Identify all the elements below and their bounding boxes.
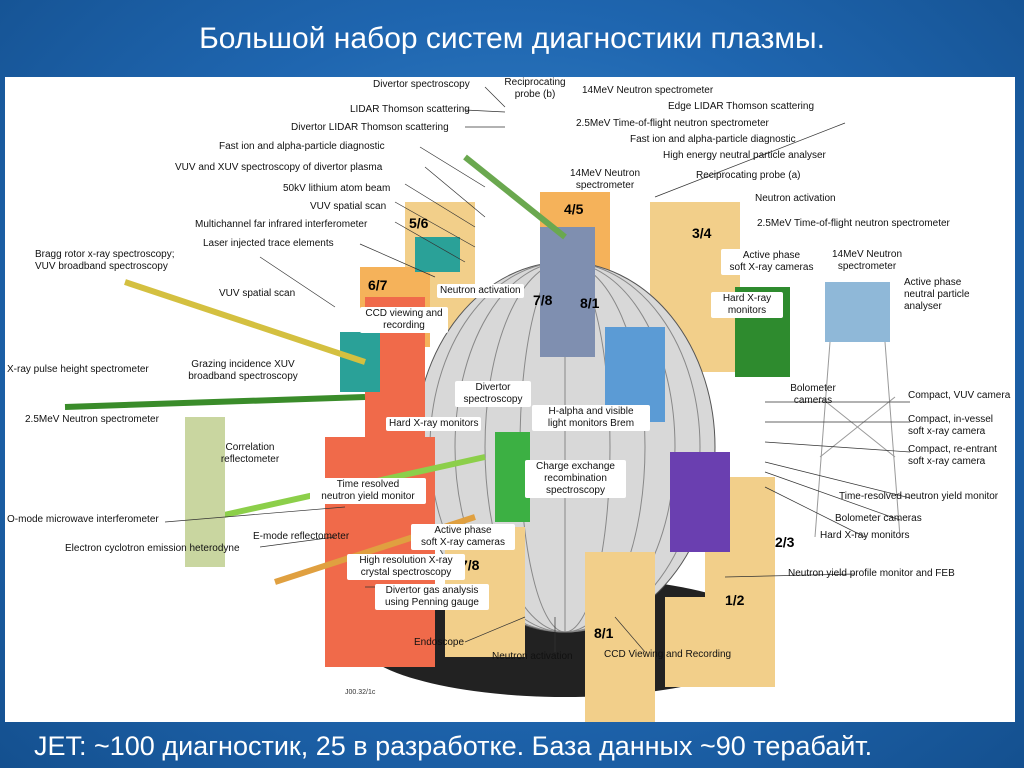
diagnostic-label: Multichannel far infrared interferometer [195, 219, 368, 230]
slide-title: Большой набор систем диагностики плазмы. [199, 22, 825, 55]
octant-label: 2/3 [775, 534, 795, 550]
diagram-panel: 5/6 4/5 3/4 6/7 7/8 8/1 7/8 2/3 1/2 8/1 … [5, 77, 1015, 722]
diagnostic-label: Fast ion and alpha-particle diagnostic [630, 134, 796, 145]
front-block-1-2 [665, 597, 775, 687]
diagnostic-label: 50kV lithium atom beam [283, 183, 391, 194]
diagnostic-label: X-ray pulse height spectrometer [7, 364, 149, 375]
diagnostic-label: Laser injected trace elements [203, 238, 334, 249]
front-block-left [325, 437, 435, 667]
slide-caption: JET: ~100 диагностик, 25 в разработке. Б… [34, 731, 873, 761]
leader-lines [164, 86, 911, 653]
diagnostic-label: Bragg rotor x-ray spectroscopy;VUV broad… [35, 249, 175, 272]
diagnostic-label: 2.5MeV Neutron spectrometer [25, 414, 159, 425]
diagnostic-label: VUV spatial scan [219, 288, 296, 299]
diagnostic-label: Hard X-ray monitors [820, 530, 910, 541]
octant-label: 6/7 [368, 277, 388, 293]
octant-label: 1/2 [725, 592, 745, 608]
diagnostic-label: Electron cyclotron emission heterodyne [65, 543, 240, 554]
equipment-teal-top [415, 237, 460, 272]
diagnostic-label: 2.5MeV Time-of-flight neutron spectromet… [576, 118, 769, 129]
diagnostic-label: Endoscope [414, 637, 465, 648]
equipment-green-box [495, 432, 530, 522]
octant-label: 8/1 [594, 625, 614, 641]
diagnostic-label: Divertor LIDAR Thomson scattering [291, 122, 449, 133]
diagnostic-label: VUV spatial scan [310, 201, 387, 212]
octant-label: 3/4 [692, 225, 712, 241]
octant-label: 7/8 [533, 292, 553, 308]
equipment-purple-box [670, 452, 730, 552]
octant-label: 8/1 [580, 295, 600, 311]
diagnostic-label: Fast ion and alpha-particle diagnostic [219, 141, 385, 152]
diagnostic-label: Neutron activation [492, 651, 573, 662]
diagnostic-label: Bolometer cameras [835, 513, 922, 524]
diagnostic-label: CCD Viewing and Recording [604, 649, 732, 660]
diagnostic-label: E-mode reflectometer [253, 531, 350, 542]
diagnostic-label: O-mode microwave interferometer [7, 514, 159, 525]
octant-label: 4/5 [564, 201, 584, 217]
diagnostic-label: Neutron activation [437, 284, 524, 298]
reflectometer-frame [185, 417, 225, 567]
analyser-support [814, 341, 901, 538]
neutral-particle-analyser [825, 282, 890, 342]
diagnostic-label: Compact, VUV camera [908, 390, 1011, 401]
diagnostic-label: Edge LIDAR Thomson scattering [668, 101, 815, 112]
diagnostic-label: Time-resolved neutron yield monitor [839, 491, 999, 502]
diagnostic-label: 14MeV Neutron spectrometer [582, 85, 714, 96]
diagnostic-label: VUV and XUV spectroscopy of divertor pla… [175, 162, 383, 173]
front-block-8-1 [585, 552, 655, 722]
image-reference-note: J00.32/1c [345, 689, 376, 696]
diagnostic-label: LIDAR Thomson scattering [350, 104, 470, 115]
central-column [540, 227, 595, 357]
diagnostic-label: 2.5MeV Time-of-flight neutron spectromet… [757, 218, 950, 229]
diagnostic-label: Divertor spectroscopy [373, 79, 470, 90]
diagnostic-label: Neutron activation [755, 193, 836, 204]
diagnostic-label: Hard X-ray monitors [386, 417, 482, 431]
diagnostic-label: Reciprocating probe (a) [696, 170, 801, 181]
diagnostic-label: High energy neutral particle analyser [663, 150, 826, 161]
diagnostic-label: Neutron yield profile monitor and FEB [788, 568, 955, 579]
octant-label: 5/6 [409, 215, 429, 231]
